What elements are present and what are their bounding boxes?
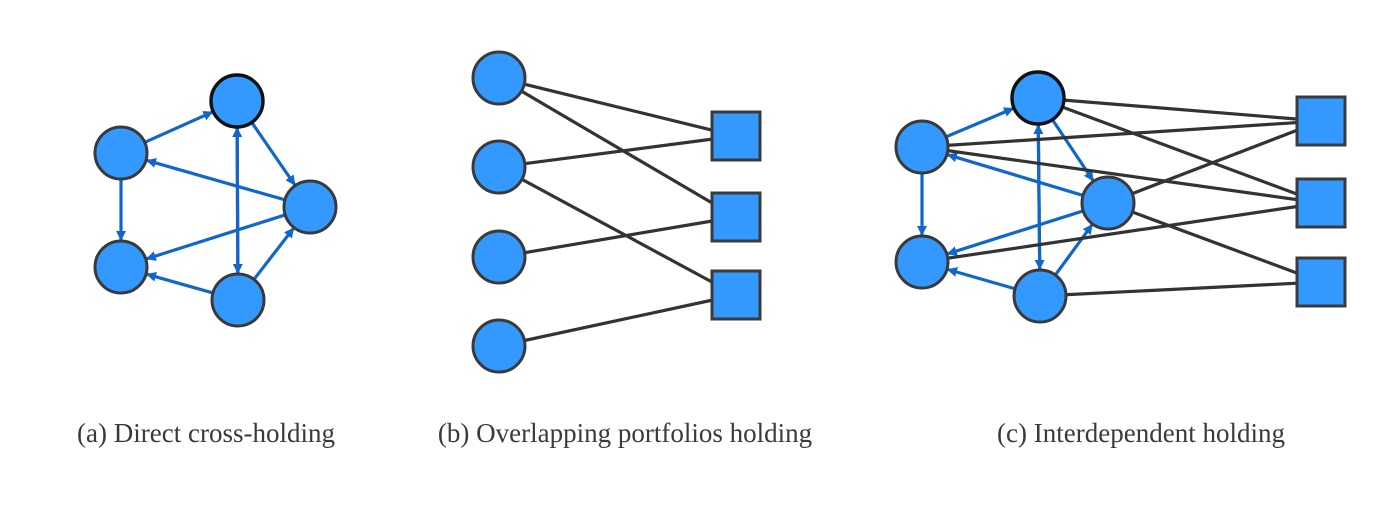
node-b1 xyxy=(471,50,527,106)
edge-a5-a3 xyxy=(253,227,295,280)
asset-square-s1 xyxy=(710,110,762,162)
node-b4 xyxy=(471,318,527,374)
node-b2 xyxy=(471,139,527,195)
edge-b2-s3 xyxy=(498,165,737,297)
panel-direct-cross-holding xyxy=(93,73,338,328)
edge-b2-s1 xyxy=(498,134,737,169)
panel-overlapping-portfolios xyxy=(471,50,762,374)
edge-c3-t3 xyxy=(1107,201,1322,284)
node-c5 xyxy=(1012,268,1068,324)
panel-interdependent-holding xyxy=(894,70,1347,324)
edge-c5-t3 xyxy=(1039,280,1322,298)
caption-interdependent-holding: (c) Interdependent holding xyxy=(997,418,1285,448)
node-a4 xyxy=(93,239,149,295)
caption-direct-cross-holding: (a) Direct cross-holding xyxy=(77,418,335,448)
edge-c2-t1 xyxy=(921,119,1322,149)
node-a5 xyxy=(210,272,266,328)
edge-c4-t2 xyxy=(921,201,1322,264)
caption-overlapping-portfolios: (b) Overlapping portfolios holding xyxy=(437,418,813,448)
node-c4 xyxy=(894,234,950,290)
edge-a5-a4 xyxy=(146,271,213,295)
edge-a3-a4 xyxy=(145,213,285,261)
edge-c5-c3 xyxy=(1054,223,1094,276)
edge-a5-a1 xyxy=(232,126,243,274)
node-c2 xyxy=(894,119,950,175)
edge-c3-c2 xyxy=(946,152,1083,197)
node-b3 xyxy=(471,229,527,285)
edge-c5-c1 xyxy=(1033,123,1044,270)
edge-c2-t2 xyxy=(921,145,1322,205)
edge-a1-a3 xyxy=(250,122,297,186)
asset-square-s3 xyxy=(710,269,762,321)
highlighted-node-c1 xyxy=(1010,70,1066,126)
asset-square-s2 xyxy=(710,191,762,243)
edge-c5-c4 xyxy=(946,267,1015,291)
edge-b3-s2 xyxy=(498,215,737,259)
edge-c1-t1 xyxy=(1037,96,1322,123)
edge-c3-t1 xyxy=(1107,119,1322,205)
node-a2 xyxy=(93,125,149,181)
edge-c2-c1 xyxy=(946,107,1015,138)
edge-c1-t2 xyxy=(1037,96,1322,205)
highlighted-node-a1 xyxy=(209,73,265,129)
node-a3 xyxy=(282,179,338,235)
edge-b1-s2 xyxy=(498,76,737,219)
edge-b1-s1 xyxy=(498,76,737,138)
edge-a3-a2 xyxy=(145,158,285,202)
asset-square-t3 xyxy=(1295,256,1347,308)
node-c3 xyxy=(1080,175,1136,231)
asset-square-t2 xyxy=(1295,177,1347,229)
asset-square-t1 xyxy=(1295,95,1347,147)
edge-b4-s3 xyxy=(498,293,737,348)
edge-a2-a1 xyxy=(144,110,214,144)
edge-c3-c4 xyxy=(946,209,1083,256)
